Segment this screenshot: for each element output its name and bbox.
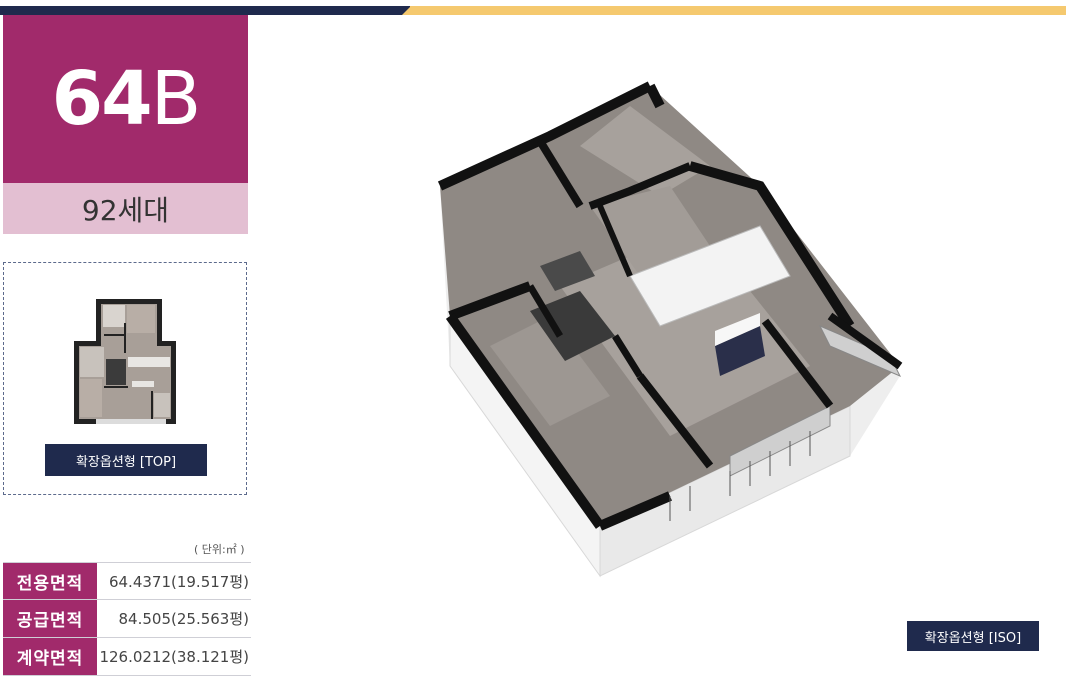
unit-type-badge: 64B: [3, 15, 248, 183]
table-row: 계약면적 126.0212(38.121평): [3, 638, 251, 676]
table-row: 공급면적 84.505(25.563평): [3, 600, 251, 638]
top-view-floorplan: [74, 299, 176, 424]
unit-type-letter: B: [150, 56, 202, 142]
top-view-label: 확장옵션형 [TOP]: [45, 444, 207, 476]
unit-type-number: 64: [51, 56, 153, 142]
isometric-floorplan: [430, 76, 910, 590]
area-value: 64.4371(19.517평): [108, 572, 249, 591]
top-view-plan-box: [3, 262, 247, 495]
iso-view-label: 확장옵션형 [ISO]: [907, 621, 1039, 651]
area-table: 전용면적 64.4371(19.517평) 공급면적 84.505(25.563…: [3, 562, 251, 676]
isometric-floorplan-drawing: [437, 81, 903, 578]
area-label: 계약면적: [3, 638, 97, 675]
unit-note: ( 단위:㎡ ): [194, 543, 245, 556]
top-accent-bar-navy: [0, 6, 410, 15]
household-count: 92세대: [3, 183, 248, 234]
top-accent-bar-gold: [410, 6, 1066, 15]
table-row: 전용면적 64.4371(19.517평): [3, 562, 251, 600]
area-value: 126.0212(38.121평): [99, 648, 249, 666]
area-label: 전용면적: [3, 563, 97, 599]
area-value: 84.505(25.563평): [118, 610, 249, 628]
top-accent-slant: [402, 6, 411, 15]
area-label: 공급면적: [3, 600, 97, 637]
